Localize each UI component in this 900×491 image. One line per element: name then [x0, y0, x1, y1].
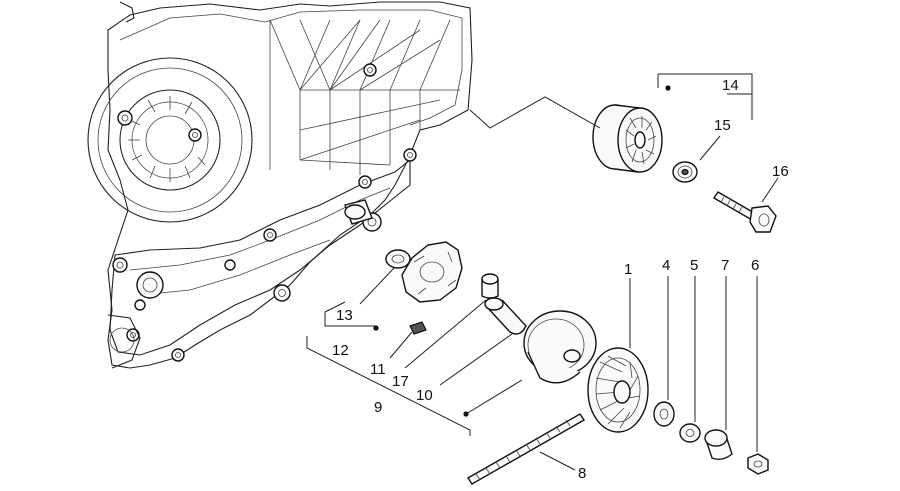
callout-1: 1	[624, 261, 632, 278]
part-7-spacer	[704, 429, 733, 461]
callout-labels: 14 15 16 1 4 5 7 6 13 12 11 17 10 9 8	[332, 77, 789, 482]
callout-7: 7	[721, 257, 729, 274]
part-6-nut	[747, 453, 769, 475]
part-15-bearing	[672, 161, 698, 183]
part-13-bushing	[385, 249, 411, 269]
callout-13: 13	[336, 307, 353, 324]
callout-6: 6	[751, 257, 759, 274]
part-8-belt	[467, 413, 585, 485]
part-16-bolt	[713, 191, 777, 233]
callout-8: 8	[578, 465, 586, 482]
part-11-ramp-plate	[401, 241, 463, 303]
leader-lines	[306, 73, 779, 471]
callout-16: 16	[772, 163, 789, 180]
part-1-fan-pulley	[587, 347, 649, 433]
callout-9: 9	[374, 399, 382, 416]
part-14-bearing-cup	[592, 104, 663, 173]
callout-10: 10	[416, 387, 433, 404]
part-17-slider	[409, 321, 427, 335]
callout-11: 11	[370, 361, 386, 378]
part-10-sleeve	[484, 297, 527, 335]
roller-cylinder-small	[481, 273, 499, 299]
callout-5: 5	[690, 257, 698, 274]
part-5-washer	[679, 423, 701, 443]
callout-17: 17	[392, 373, 409, 390]
part-4-washer	[653, 401, 675, 427]
callout-4: 4	[662, 257, 670, 274]
crankcase-housing	[87, 1, 473, 369]
pulley-half-front	[523, 310, 597, 384]
callout-14: 14	[722, 77, 739, 94]
callout-15: 15	[714, 117, 731, 134]
callout-12: 12	[332, 342, 349, 359]
